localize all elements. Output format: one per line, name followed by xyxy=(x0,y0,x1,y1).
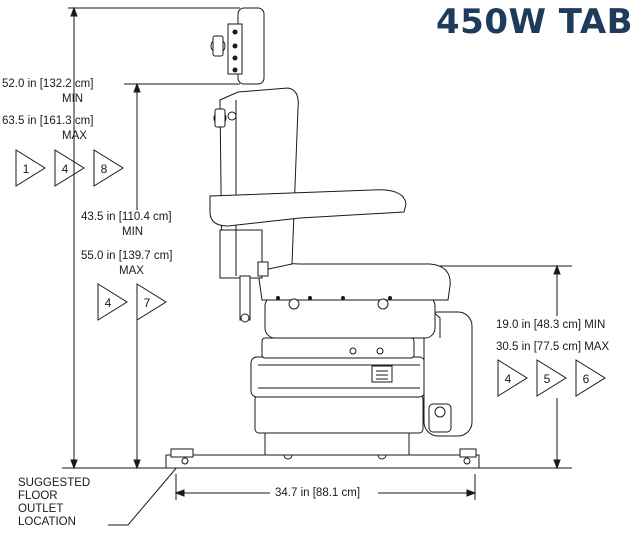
armrest xyxy=(209,189,407,227)
backrest-ref-1: 4 xyxy=(105,296,112,310)
base-length-label: 34.7 in [88.1 cm] xyxy=(273,487,363,500)
headrest-min-label: MIN xyxy=(62,93,84,105)
outlet-note-line-3: OUTLET xyxy=(18,503,64,515)
base-length-dimension-line xyxy=(174,474,477,500)
headrest-dimension-line xyxy=(68,6,240,470)
outlet-note-line-4: LOCATION xyxy=(18,516,76,528)
backrest-ref-2: 7 xyxy=(144,296,151,310)
headrest-ref-1: 1 xyxy=(23,162,30,176)
seat-max-text: 30.5 in [77.5 cm] MAX xyxy=(496,341,610,353)
pump-base xyxy=(250,337,426,456)
backrest-min-value: 43.5 in [110.4 cm] xyxy=(81,211,172,223)
seat-dimension-line xyxy=(440,264,572,470)
backrest-dimension-line xyxy=(133,82,141,470)
outlet-note-line-1: SUGGESTED xyxy=(18,477,91,489)
backrest-min-label: MIN xyxy=(122,226,144,238)
headrest-knob xyxy=(210,35,226,57)
page-title: 450W TAB xyxy=(436,2,634,42)
headrest xyxy=(227,7,265,85)
backrest-knob xyxy=(213,108,237,128)
backrest-max-value: 55.0 in [139.7 cm] xyxy=(81,250,173,262)
seat-min-text: 19.0 in [48.3 cm] MIN xyxy=(496,319,606,331)
headrest-callouts xyxy=(15,149,124,187)
seat-cushion xyxy=(257,263,451,339)
backrest xyxy=(219,87,299,323)
seat-ref-1: 4 xyxy=(505,372,512,386)
headrest-max-value: 63.5 in [161.3 cm] xyxy=(2,115,94,127)
outlet-note-line-2: FLOOR xyxy=(18,490,58,502)
backrest-callouts xyxy=(97,283,167,321)
seat-ref-3: 6 xyxy=(583,372,590,386)
backrest-max-label: MAX xyxy=(119,265,144,277)
seat-callouts xyxy=(497,359,606,397)
seat-ref-2: 5 xyxy=(544,372,551,386)
headrest-ref-3: 8 xyxy=(101,162,108,176)
headrest-min-value: 52.0 in [132.2 cm] xyxy=(2,78,94,90)
headrest-ref-2: 4 xyxy=(62,162,69,176)
outlet-leader-line xyxy=(108,465,179,526)
